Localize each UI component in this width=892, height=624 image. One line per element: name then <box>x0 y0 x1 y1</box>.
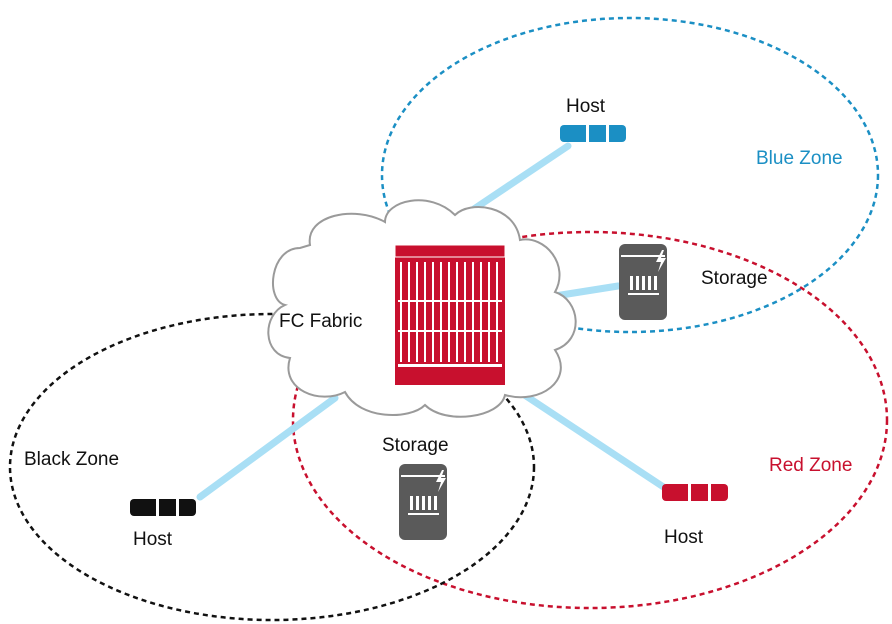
link-host-blue <box>461 142 572 219</box>
host-red-icon <box>662 484 728 501</box>
storage-blue-red-label: Storage <box>701 268 768 289</box>
storage-black-red-label: Storage <box>382 435 449 456</box>
host-black-icon <box>130 499 196 516</box>
storage-blue-red-icon <box>619 244 667 320</box>
fabric-links <box>196 142 669 501</box>
host-black-label: Host <box>133 529 173 550</box>
black-zone-label: Black Zone <box>24 449 119 470</box>
host-blue-icon <box>560 125 626 142</box>
host-red-label: Host <box>664 527 704 548</box>
blue-zone-label: Blue Zone <box>756 148 843 169</box>
storage-black-red-icon <box>399 464 447 540</box>
host-blue-label: Host <box>566 96 606 117</box>
link-host-black <box>196 394 339 501</box>
link-storage-blue-red <box>551 282 622 300</box>
red-zone-boundary <box>291 230 889 610</box>
fc-fabric-label: FC Fabric <box>279 311 362 332</box>
link-host-red <box>516 388 669 492</box>
black-zone-boundary <box>8 312 536 622</box>
red-zone-label: Red Zone <box>769 455 852 476</box>
fc-switch-icon <box>394 244 506 385</box>
blue-zone-boundary <box>380 16 880 334</box>
